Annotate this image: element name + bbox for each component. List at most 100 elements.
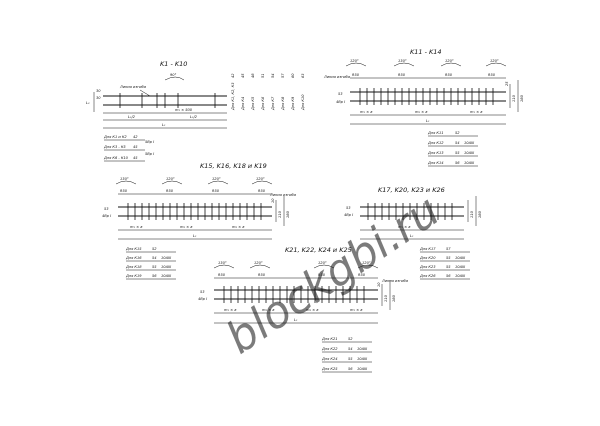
spec-table: Для К1 и К2 42 Для К3 - К5 45 5Вр I Для … <box>103 135 154 162</box>
svg-text:120°: 120° <box>350 59 359 63</box>
angle-labels: 130° 120° 120° 120° <box>115 177 273 185</box>
svg-text:45: 45 <box>133 145 138 149</box>
svg-text:10АIII: 10АIII <box>357 347 367 351</box>
svg-text:180: 180 <box>392 294 396 302</box>
radius-labels: R50 R50 R50 R50 <box>218 273 366 277</box>
svg-text:L₂: L₂ <box>86 101 90 105</box>
dim-seg-3: m₁ × a <box>470 110 482 114</box>
svg-text:Для К10: Для К10 <box>301 94 305 111</box>
svg-text:R50: R50 <box>258 189 266 193</box>
cross-bars <box>367 203 453 220</box>
svg-text:10: 10 <box>377 282 381 287</box>
svg-text:Для К12: Для К12 <box>427 141 444 145</box>
dim-seg-1: m₁ × a <box>224 308 236 312</box>
svg-text:54: 54 <box>348 347 353 351</box>
svg-text:180: 180 <box>286 210 290 218</box>
svg-text:5Вр I: 5Вр I <box>145 140 154 144</box>
right-dimensions: 10 110 180 <box>377 280 396 310</box>
svg-text:52: 52 <box>348 337 353 341</box>
svg-text:Для К7: Для К7 <box>271 96 275 111</box>
dim-span: m₁ × 500 <box>175 108 193 112</box>
svg-text:10АIII: 10АIII <box>455 256 465 260</box>
dim-seg-1: m₁ × a <box>130 225 142 229</box>
svg-text:45: 45 <box>241 73 245 78</box>
angle-labels: 130° 120° 120° 120° <box>213 261 379 269</box>
right-dimensions: 110 180 <box>467 196 482 226</box>
svg-text:42: 42 <box>231 73 235 78</box>
svg-text:45: 45 <box>133 156 138 160</box>
svg-text:54: 54 <box>271 73 275 78</box>
panel-title: K17, K20, K23 и K26 <box>378 186 445 194</box>
svg-text:180: 180 <box>520 94 524 102</box>
svg-text:120°: 120° <box>362 261 371 265</box>
svg-text:30: 30 <box>96 96 101 100</box>
svg-text:110: 110 <box>278 210 282 218</box>
svg-text:57: 57 <box>281 73 285 78</box>
svg-text:Для К3 - К5: Для К3 - К5 <box>103 145 126 149</box>
svg-text:10АIII: 10АIII <box>357 357 367 361</box>
svg-text:56: 56 <box>152 274 157 278</box>
panel-title: K21, K22, K24 и K25 <box>285 246 352 254</box>
svg-text:48: 48 <box>251 73 255 78</box>
svg-text:R50: R50 <box>398 73 406 77</box>
left-dimensions: 30 30 L₂ <box>86 89 101 112</box>
bend-line-label: Линия изгиба <box>269 193 296 197</box>
svg-text:54: 54 <box>152 256 157 260</box>
svg-text:55: 55 <box>455 151 460 155</box>
svg-text:180: 180 <box>478 210 482 218</box>
svg-text:10АIII: 10АIII <box>161 274 171 278</box>
svg-text:25: 25 <box>505 81 509 86</box>
radius-labels: R50 R50 R50 R50 <box>120 189 266 193</box>
svg-text:110: 110 <box>470 210 474 218</box>
bend-line-label: Линия изгиба <box>323 75 350 79</box>
svg-text:Для К19: Для К19 <box>125 274 142 278</box>
svg-text:55: 55 <box>446 256 451 260</box>
svg-text:130°: 130° <box>398 59 407 63</box>
svg-text:Для К9: Для К9 <box>291 96 295 111</box>
dim-total: L₁ <box>193 234 197 238</box>
panel-k17-k26: K17, K20, K23 и K26 53 4Вр I 110 180 m₁ … <box>344 186 482 280</box>
svg-text:R50: R50 <box>120 189 128 193</box>
svg-text:5Вр I: 5Вр I <box>145 152 154 156</box>
svg-text:120°: 120° <box>212 177 221 181</box>
svg-text:Для К4: Для К4 <box>241 96 245 111</box>
bar-sub: 4Вр I <box>336 100 345 104</box>
svg-text:120°: 120° <box>318 261 327 265</box>
svg-text:10АIII: 10АIII <box>161 265 171 269</box>
dim-seg-2: m₂ × a <box>180 225 192 229</box>
svg-text:Для К23: Для К23 <box>419 265 436 269</box>
bar-sub: 4Вр I <box>102 214 111 218</box>
svg-text:63: 63 <box>301 73 305 78</box>
bend-line-label: Линия изгиба <box>119 85 146 89</box>
svg-text:55: 55 <box>152 265 157 269</box>
cross-bars <box>223 286 365 303</box>
svg-text:R50: R50 <box>445 73 453 77</box>
bend-line-label: Линия изгиба <box>381 279 408 283</box>
svg-text:10АIII: 10АIII <box>357 367 367 371</box>
svg-text:10АIII: 10АIII <box>455 274 465 278</box>
svg-text:110: 110 <box>384 294 388 302</box>
panel-title: K1 - K10 <box>160 60 187 68</box>
dim-total: L₁ <box>162 123 166 127</box>
panel-title: K15, K16, K18 и K19 <box>200 162 267 170</box>
bar-label: 53 <box>346 206 351 210</box>
svg-text:10АIII: 10АIII <box>464 161 474 165</box>
svg-text:120°: 120° <box>445 59 454 63</box>
svg-text:10: 10 <box>271 198 275 203</box>
svg-text:Для К25: Для К25 <box>321 367 338 371</box>
svg-text:Для К24: Для К24 <box>321 357 338 361</box>
angle-label: 90° <box>170 73 177 77</box>
radius-labels: R50 R50 R50 R50 <box>352 73 496 77</box>
cross-bars <box>119 93 216 108</box>
dim-seg-3: m₂ × a <box>232 225 244 229</box>
panel-k21-k25: K21, K22, K24 и K25 Линия изгиба 130° 12… <box>198 246 408 373</box>
panel-k1-k10: K1 - K10 Линия изгиба 90° 30 30 L₂ m₁ × … <box>86 60 305 162</box>
svg-text:55: 55 <box>348 357 353 361</box>
right-dimensions: 10 110 180 <box>271 196 290 226</box>
svg-text:10АIII: 10АIII <box>161 256 171 260</box>
svg-text:10АIII: 10АIII <box>464 141 474 145</box>
svg-text:56: 56 <box>455 161 460 165</box>
svg-text:Для К18: Для К18 <box>125 265 142 269</box>
